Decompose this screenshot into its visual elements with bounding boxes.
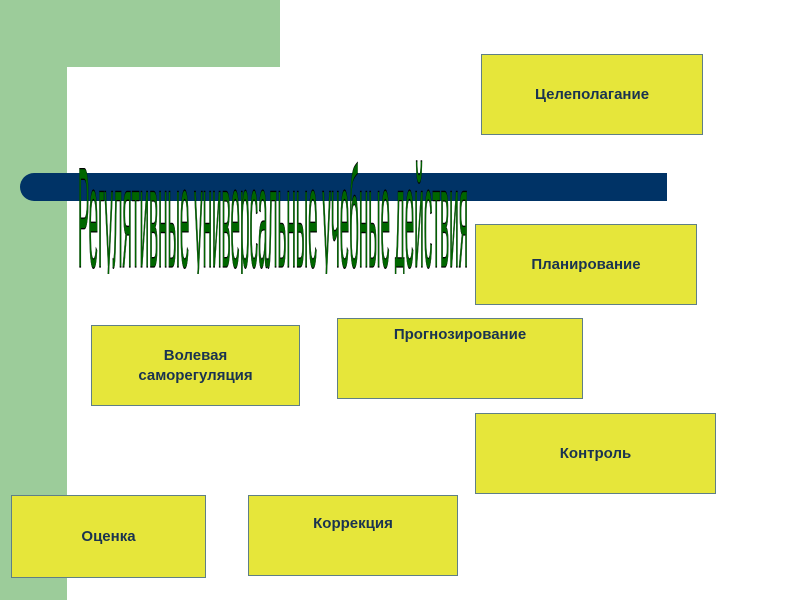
box-label: Прогнозирование xyxy=(393,326,527,343)
box-label: Оценка xyxy=(81,527,136,545)
box-planning: Планирование xyxy=(475,224,697,305)
box-label: Коррекция xyxy=(313,515,393,532)
box-label: Волевая саморегуляция xyxy=(138,346,253,384)
box-label: Целеполагание xyxy=(534,85,650,103)
box-control: Контроль xyxy=(475,413,716,494)
box-forecasting: Прогнозирование xyxy=(337,318,583,399)
box-goal-setting: Целеполагание xyxy=(481,54,703,135)
box-volitional-self-regulation: Волевая саморегуляция xyxy=(91,325,300,406)
decorative-blue-bar xyxy=(20,173,667,201)
slide-title: Регулятивные универсальные учебные дейст… xyxy=(78,138,468,274)
slide-title-text: Регулятивные универсальные учебные дейст… xyxy=(78,139,468,274)
box-label: Планирование xyxy=(531,255,641,273)
box-label: Контроль xyxy=(559,444,632,462)
decorative-green-band-horizontal xyxy=(0,0,280,67)
box-evaluation: Оценка xyxy=(11,495,206,578)
box-correction: Коррекция xyxy=(248,495,458,576)
